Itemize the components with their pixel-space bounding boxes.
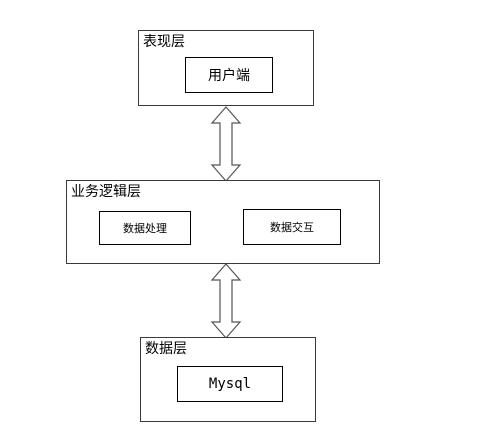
- double-arrow-icon: [210, 263, 242, 339]
- double-arrow-shape-top: [210, 106, 242, 182]
- business-logic-layer: 业务逻辑层 数据处理 数据交互: [66, 180, 380, 264]
- data-processing-label: 数据处理: [123, 222, 167, 235]
- presentation-layer: 表现层 用户端: [138, 30, 314, 106]
- presentation-layer-title: 表现层: [143, 34, 185, 50]
- data-interaction-label: 数据交互: [270, 221, 314, 234]
- data-layer-title: 数据层: [145, 341, 187, 357]
- business-logic-layer-title: 业务逻辑层: [71, 184, 141, 200]
- data-layer: 数据层 Mysql: [140, 337, 316, 422]
- double-arrow-shape-bottom: [210, 263, 242, 339]
- data-interaction-box: 数据交互: [243, 209, 341, 245]
- mysql-box: Mysql: [177, 366, 283, 402]
- user-client-box: 用户端: [185, 57, 273, 93]
- double-arrow-icon: [210, 106, 242, 182]
- mysql-label: Mysql: [208, 376, 252, 392]
- data-processing-box: 数据处理: [99, 211, 191, 245]
- user-client-label: 用户端: [208, 68, 250, 84]
